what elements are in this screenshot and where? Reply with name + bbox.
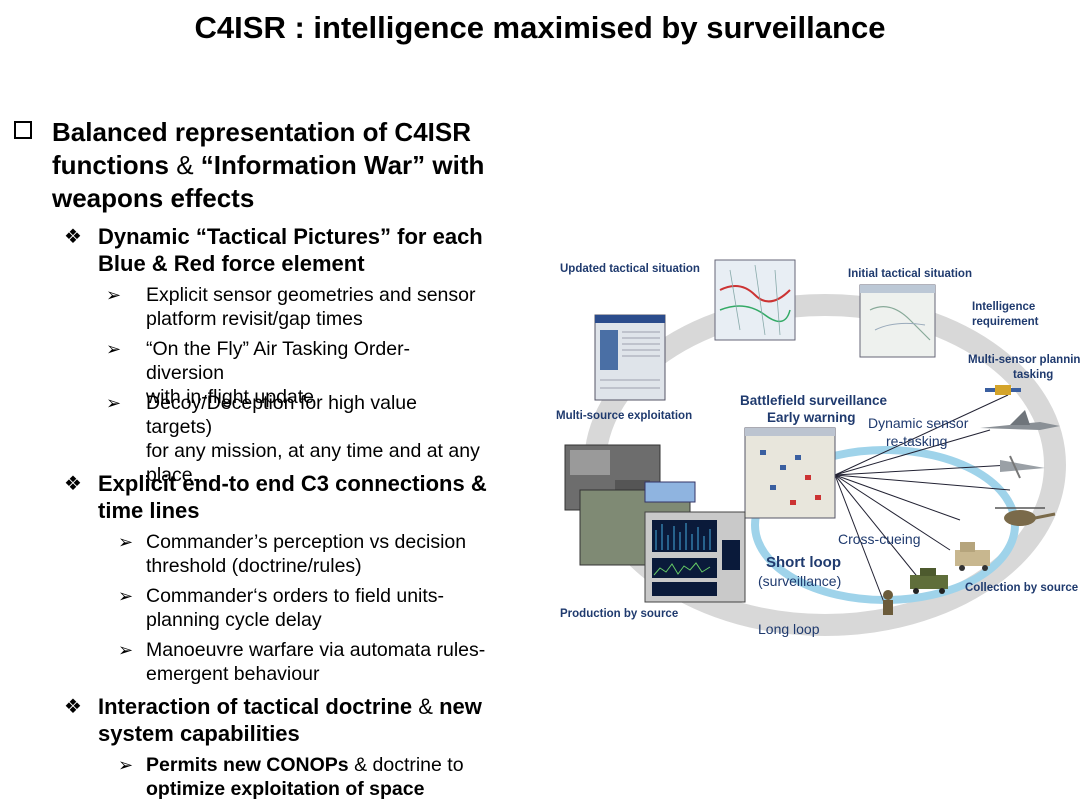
- diamond-bullet-icon: ❖: [64, 473, 82, 495]
- arrow-bullet-icon: ➢: [106, 285, 122, 305]
- initial-map-panel: [859, 284, 936, 358]
- list-item-line: Permits new CONOPs & doctrine to: [146, 754, 464, 776]
- fighter-jet-icon: [980, 410, 1060, 430]
- bullet-list: Balanced representation of C4ISR functio…: [14, 116, 518, 801]
- updated-tactical-situation-label: Updated tactical situation: [560, 263, 700, 275]
- list-item: ➢ Decoy/Deception for high value targets…: [106, 391, 484, 487]
- multi-sensor-planning-label: Multi-sensor plannin: [968, 354, 1080, 366]
- list-item-line: planning cycle delay: [146, 609, 322, 631]
- list-item-line: Decoy/Deception for high value targets): [146, 392, 417, 438]
- c4isr-loop-diagram: Updated tactical situation Initial tacti…: [556, 259, 1080, 637]
- collection-by-source-label: Collection by source: [965, 582, 1078, 594]
- cross-cueing-label: Cross-cueing: [838, 531, 920, 547]
- list-item-line: with in-flight update: [146, 386, 315, 408]
- soldier-icon: [883, 590, 893, 615]
- re-tasking-label: re-tasking: [886, 433, 947, 449]
- arrow-bullet-icon: ➢: [118, 586, 134, 606]
- diamond-bullet-icon: ❖: [64, 226, 82, 248]
- sub-bullet-line1: Explicit end-to end C3 connections &: [98, 471, 487, 496]
- exploitation-screen-panel: [594, 314, 666, 401]
- early-warning-label: Early warning: [767, 410, 856, 425]
- radar-vehicle-icon: [955, 542, 990, 571]
- slide-title: C4ISR : intelligence maximised by survei…: [194, 10, 886, 45]
- sensor-links: [834, 394, 1011, 606]
- list-item: ➢ Explicit sensor geometries and sensor …: [106, 283, 484, 331]
- sub-bullet-tactical-doctrine: ❖ Interaction of tactical doctrine & new…: [64, 693, 494, 747]
- list-item: ➢ Commander‘s orders to field units- pla…: [118, 584, 518, 632]
- production-by-source-label: Production by source: [560, 608, 678, 620]
- satellite-icon: [985, 385, 1021, 395]
- list-item-line: threshold (doctrine/rules): [146, 555, 362, 577]
- sub-bullet-tactical-pictures: ❖ Dynamic “Tactical Pictures” for each B…: [64, 223, 494, 277]
- list-item: ➢ Permits new CONOPs & doctrine to optim…: [118, 753, 518, 801]
- list-item-line: optimize exploitation of space: [146, 778, 425, 800]
- arrow-bullet-icon: ➢: [106, 393, 122, 413]
- spectrum-screen-panel: [644, 511, 746, 603]
- list-item-line: place.: [146, 464, 199, 486]
- sub-bullet-c3-connections: ❖ Explicit end-to end C3 connections & t…: [64, 470, 494, 524]
- list-item-line: for any mission, at any time and at any: [146, 440, 480, 462]
- list-item-line: Commander‘s orders to field units-: [146, 585, 445, 607]
- list-item: ➢ Commander’s perception vs decision thr…: [118, 530, 518, 578]
- list-item-line: Manoeuvre warfare via automata rules-: [146, 639, 486, 661]
- uav-icon: [1000, 455, 1045, 479]
- intelligence-requirement-label-2: requirement: [972, 316, 1039, 328]
- sub-bullet-line2: time lines: [98, 498, 200, 523]
- battlefield-surveillance-label: Battlefield surveillance: [740, 393, 888, 408]
- short-loop-label: Short loop: [766, 554, 841, 571]
- armored-vehicle-icon: [910, 568, 948, 594]
- updated-map-panel: [714, 259, 796, 341]
- long-loop-label: Long loop: [758, 621, 820, 637]
- dynamic-sensor-label: Dynamic sensor: [868, 415, 969, 431]
- sub-bullet-line1: Interaction of tactical doctrine & new: [98, 694, 482, 719]
- multi-sensor-tasking-label: tasking: [1013, 369, 1053, 381]
- sub-bullet-line1: Dynamic “Tactical Pictures” for each: [98, 224, 483, 249]
- main-bullet-line2: functions & “Information War” with: [52, 150, 485, 180]
- diamond-bullet-icon: ❖: [64, 696, 82, 718]
- main-bullet-line1: Balanced representation of C4ISR: [52, 117, 471, 147]
- arrow-bullet-icon: ➢: [106, 339, 122, 359]
- sub-bullet-line2: system capabilities: [98, 721, 300, 746]
- list-item: ➢ Manoeuvre warfare via automata rules- …: [118, 638, 518, 686]
- list-item-line: Explicit sensor geometries and sensor: [146, 284, 476, 306]
- surveillance-label: (surveillance): [758, 573, 841, 589]
- intelligence-requirement-label: Intelligence: [972, 301, 1035, 313]
- initial-tactical-situation-label: Initial tactical situation: [848, 268, 972, 280]
- battlefield-screen-panel: [744, 427, 836, 519]
- list-item-line: emergent behaviour: [146, 663, 320, 685]
- multi-source-exploitation-label: Multi-source exploitation: [556, 410, 692, 422]
- helicopter-icon: [995, 507, 1056, 526]
- arrow-bullet-icon: ➢: [118, 532, 134, 552]
- sub-bullet-line2: Blue & Red force element: [98, 251, 365, 276]
- main-bullet: Balanced representation of C4ISR functio…: [14, 116, 514, 215]
- main-bullet-line3: weapons effects: [52, 183, 255, 213]
- arrow-bullet-icon: ➢: [118, 640, 134, 660]
- list-item-line: Commander’s perception vs decision: [146, 531, 467, 553]
- checkbox-bullet-icon: [14, 121, 32, 139]
- arrow-bullet-icon: ➢: [118, 755, 134, 775]
- list-item: ➢ “On the Fly” Air Tasking Order-diversi…: [106, 337, 484, 409]
- list-item-line: platform revisit/gap times: [146, 308, 363, 330]
- list-item-line: “On the Fly” Air Tasking Order-diversion: [146, 338, 411, 384]
